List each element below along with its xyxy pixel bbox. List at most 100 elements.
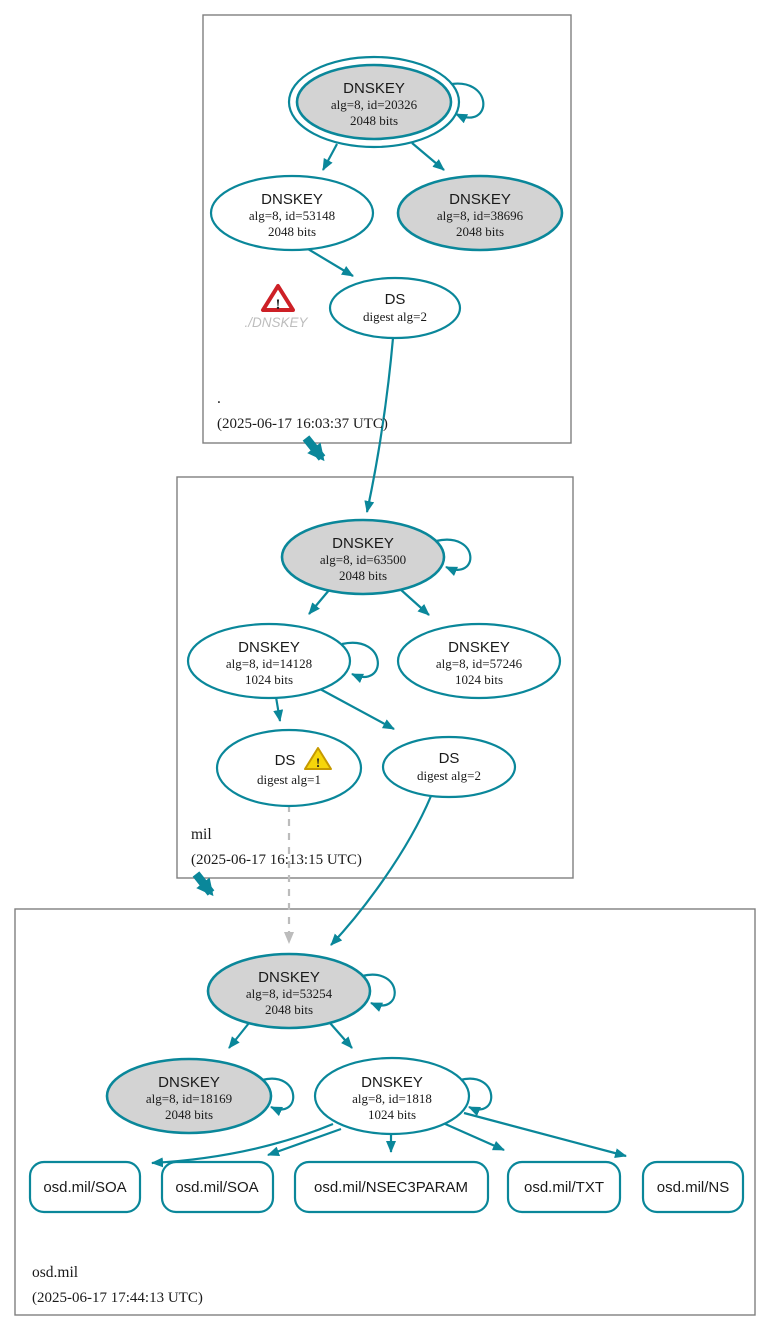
rrset-box <box>28 1160 142 1214</box>
node-detail: alg=8, id=53254 <box>246 986 333 1001</box>
node-mil-ds2[interactable]: DS digest alg=2 <box>381 735 517 799</box>
node-root-ds[interactable]: DS digest alg=2 <box>328 276 462 340</box>
edge-mil-ksk-to-zsk57246 <box>399 588 430 616</box>
zone-mil: DNSKEY alg=8, id=63500 2048 bits DNSKEY … <box>186 518 562 868</box>
edge-root-ds-to-mil-ksk <box>364 337 395 513</box>
node-bits: 1024 bits <box>245 672 293 687</box>
node-title: DNSKEY <box>238 639 300 656</box>
node-dnskey-53148[interactable]: DNSKEY alg=8, id=53148 2048 bits <box>209 174 375 252</box>
dnskey-ellipse <box>280 518 446 596</box>
node-rrset-ns[interactable]: osd.mil/NS <box>641 1160 745 1214</box>
rrset-error[interactable]: ! ./DNSKEY <box>244 284 308 330</box>
rrset-box <box>506 1160 622 1214</box>
node-detail: alg=8, id=63500 <box>320 552 406 567</box>
zone-box-osd-mil <box>14 908 756 1316</box>
zone-name-osd-mil: osd.mil <box>32 1264 78 1281</box>
node-mil-ds1[interactable]: DS ! digest alg=1 <box>215 728 363 808</box>
dnskey-ellipse <box>209 174 375 252</box>
zone-timestamp-root: (2025-06-17 16:03:37 UTC) <box>217 416 388 432</box>
node-bits: 2048 bits <box>165 1107 213 1122</box>
node-title: DNSKEY <box>449 191 511 208</box>
node-dnskey-57246[interactable]: DNSKEY alg=8, id=57246 1024 bits <box>396 622 562 700</box>
node-dnskey-18169[interactable]: DNSKEY alg=8, id=18169 2048 bits <box>105 1057 273 1135</box>
warning-icon <box>304 747 332 770</box>
edge-delegation-mil-to-osd <box>192 871 215 897</box>
edge-mil-ksk-selfloop <box>435 538 472 577</box>
node-title: DS <box>385 291 406 308</box>
node-rrset-soa-2[interactable]: osd.mil/SOA <box>160 1160 275 1214</box>
rrset-box <box>293 1160 490 1214</box>
rrset-label: osd.mil/NSEC3PARAM <box>314 1179 468 1196</box>
node-dnskey-1818[interactable]: DNSKEY alg=8, id=1818 1024 bits <box>313 1056 471 1136</box>
dnskey-ellipse <box>186 622 352 700</box>
edge-1818-to-soa2 <box>267 1127 342 1157</box>
error-label: ./DNSKEY <box>244 315 308 330</box>
node-title: DS <box>439 750 460 767</box>
error-icon <box>261 284 295 312</box>
node-detail: alg=8, id=53148 <box>249 208 335 223</box>
zone-name-mil: mil <box>191 826 212 843</box>
dnskey-ellipse <box>396 622 562 700</box>
node-detail: alg=8, id=38696 <box>437 208 524 223</box>
node-rrset-nsec3param[interactable]: osd.mil/NSEC3PARAM <box>293 1160 490 1214</box>
node-bits: 2048 bits <box>350 113 398 128</box>
rrset-label: osd.mil/NS <box>657 1179 730 1196</box>
node-bits: 1024 bits <box>368 1107 416 1122</box>
node-dnskey-20326[interactable]: DNSKEY alg=8, id=20326 2048 bits <box>287 55 461 149</box>
edge-mil-zsk-to-ds2 <box>319 688 395 730</box>
edge-osd-1818-selfloop <box>459 1077 493 1117</box>
node-detail: alg=8, id=1818 <box>352 1091 432 1106</box>
node-bits: 2048 bits <box>268 224 316 239</box>
node-dnskey-53254[interactable]: DNSKEY alg=8, id=53254 2048 bits <box>206 952 372 1030</box>
dnskey-ellipse <box>396 174 564 252</box>
node-bits: 1024 bits <box>455 672 503 687</box>
node-detail: alg=8, id=57246 <box>436 656 523 671</box>
node-title: DS <box>275 752 296 769</box>
dnskey-ellipse <box>206 952 372 1030</box>
edge-1818-to-ns <box>463 1111 627 1159</box>
node-detail: alg=8, id=14128 <box>226 656 312 671</box>
node-detail: digest alg=2 <box>417 768 481 783</box>
node-detail: digest alg=2 <box>363 309 427 324</box>
node-dnskey-38696[interactable]: DNSKEY alg=8, id=38696 2048 bits <box>396 174 564 252</box>
node-bits: 2048 bits <box>339 568 387 583</box>
node-title: DNSKEY <box>258 969 320 986</box>
edge-osd-ksk-to-18169 <box>228 1022 250 1049</box>
rrset-box <box>641 1160 745 1214</box>
node-title: DNSKEY <box>332 535 394 552</box>
edge-mil-ds2-to-osd-ksk <box>330 795 433 946</box>
ds-ellipse <box>328 276 462 340</box>
dnskey-inner-ellipse <box>295 63 453 141</box>
edge-osd-ksk-to-1818 <box>329 1022 353 1049</box>
ds-ellipse <box>215 728 363 808</box>
node-dnskey-14128[interactable]: DNSKEY alg=8, id=14128 1024 bits <box>186 622 352 700</box>
node-rrset-soa-1[interactable]: osd.mil/SOA <box>28 1160 142 1214</box>
zone-timestamp-mil: (2025-06-17 16:13:15 UTC) <box>191 852 362 868</box>
edge-osd-18169-selfloop <box>261 1077 295 1117</box>
ds-ellipse <box>381 735 517 799</box>
rrset-label: osd.mil/TXT <box>524 1179 604 1196</box>
dnskey-ellipse <box>313 1056 471 1136</box>
rrset-label: osd.mil/SOA <box>175 1179 258 1196</box>
edge-root-ksk-selfloop <box>445 82 485 124</box>
zone-name-root: . <box>217 390 221 407</box>
rrset-label: osd.mil/SOA <box>43 1179 126 1196</box>
edge-mil-zsk-selfloop <box>341 641 379 684</box>
error-exclamation: ! <box>276 297 281 313</box>
node-rrset-txt[interactable]: osd.mil/TXT <box>506 1160 622 1214</box>
zone-root: DNSKEY alg=8, id=20326 2048 bits DNSKEY … <box>209 55 564 432</box>
node-bits: 2048 bits <box>456 224 504 239</box>
zone-box-root <box>202 14 572 444</box>
node-title: DNSKEY <box>361 1074 423 1091</box>
edge-root-zsk-to-ds <box>307 248 354 277</box>
node-title: DNSKEY <box>261 191 323 208</box>
edge-root-ksk-to-zsk38696 <box>411 142 445 171</box>
node-detail: alg=8, id=18169 <box>146 1091 232 1106</box>
node-title: DNSKEY <box>448 639 510 656</box>
node-dnskey-63500[interactable]: DNSKEY alg=8, id=63500 2048 bits <box>280 518 446 596</box>
edge-mil-ksk-to-zsk14128 <box>308 588 331 615</box>
edge-root-ksk-to-zsk53148 <box>322 143 338 171</box>
rrset-box <box>160 1160 275 1214</box>
